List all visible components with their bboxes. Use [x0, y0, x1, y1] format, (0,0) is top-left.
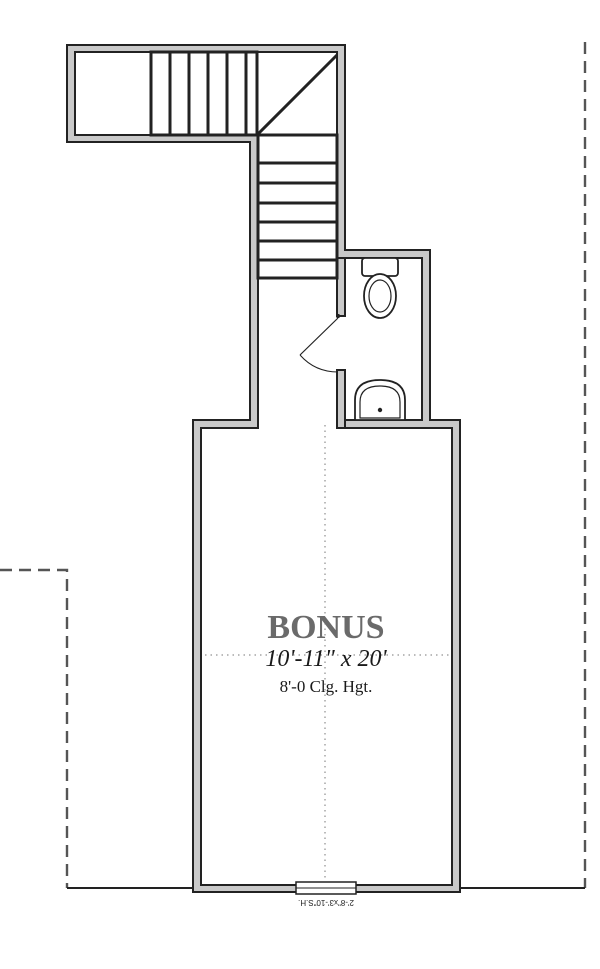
- bath-door: [299, 317, 339, 373]
- stair-landing-run: [149, 50, 259, 137]
- window-label: 2'-8"x3'-10"S.H.: [298, 898, 354, 907]
- window: 2'-8"x3'-10"S.H.: [295, 881, 357, 907]
- sink-icon: [354, 379, 406, 421]
- roof-line-left: [0, 568, 69, 888]
- interior-floor: [74, 51, 453, 886]
- room-name: BONUS: [267, 609, 384, 646]
- bath-wall-lower: [336, 369, 346, 429]
- stairs: [149, 50, 339, 280]
- bath-wall-upper: [336, 257, 346, 317]
- toilet-icon: [361, 257, 399, 319]
- stair-lower-run: [256, 133, 339, 280]
- room-dimensions: 10'-11" x 20': [265, 646, 387, 672]
- room-ceiling-height: 8'-0 Clg. Hgt.: [280, 677, 373, 696]
